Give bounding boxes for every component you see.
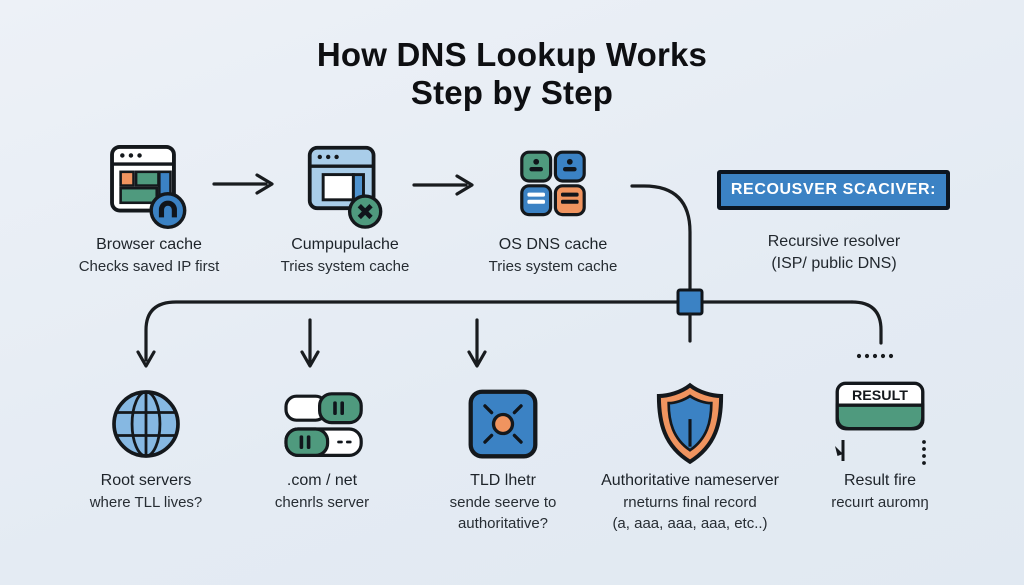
step-label: Browser cache: [96, 236, 202, 253]
step-os-dns-cache: OS DNS cache Tries system cache: [458, 138, 648, 278]
toggle-switches-icon: [278, 380, 366, 468]
step-subline-1: sende seerve to: [449, 494, 557, 511]
step-result: RESULT Result fire recuırt auromŋ: [765, 380, 995, 514]
sun-square-icon: [465, 380, 541, 468]
step-sublabel: (ISP/ public DNS): [771, 254, 897, 272]
step-sublabel: rneturns final record (a, aaa, aaa, aaa,…: [612, 493, 767, 534]
step-label: Cumpupulache: [291, 236, 399, 253]
step-recursive-resolver: Recursive resolver (ISP/ public DNS): [721, 231, 947, 274]
page-title: How DNS Lookup Works Step by Step: [0, 36, 1024, 113]
step-label: TLD lhetr: [470, 472, 536, 489]
arrow-right-1-icon: [212, 173, 274, 195]
step-sublabel: chenrls server: [274, 494, 370, 511]
step-label: Root servers: [100, 472, 192, 489]
step-computer-cache: Cumpupulache Tries system cache: [250, 138, 440, 278]
step-authoritative-nameserver: Authoritative nameserver rneturns final …: [575, 380, 805, 534]
step-label: Recursive resolver: [767, 233, 901, 250]
flow-junction-square: [676, 288, 704, 316]
browser-window-x-icon: [303, 138, 387, 232]
resolver-box-label: RECOUSVER SCACIVER:: [730, 181, 937, 198]
vertical-dots-icon: [922, 440, 926, 465]
app-grid-cache-icon: [513, 138, 593, 232]
recursive-resolver-box: RECOUSVER SCACIVER:: [717, 170, 950, 210]
step-label: .com / net: [286, 472, 358, 489]
step-sublabel: where TLL lives?: [89, 494, 203, 511]
cursor-icon: [835, 440, 845, 461]
step-sublabel: recuırt auromŋ: [831, 494, 929, 511]
step-subline-2: authoritative?: [457, 514, 549, 532]
step-sublabel: Checks saved IP first: [78, 258, 220, 275]
step-subline-1: rneturns final record: [623, 494, 757, 511]
curve-to-junction: [630, 184, 692, 292]
step-sublabel: sende seerve to authoritative?: [450, 493, 557, 534]
step-browser-cache: Browser cache Checks saved IP first: [54, 138, 244, 278]
dotted-line-icon: [856, 353, 894, 359]
step-sublabel: Tries system cache: [488, 258, 618, 275]
step-tld-com-net: .com / net chenrls server: [207, 380, 437, 514]
title-line-2: Step by Step: [410, 74, 614, 112]
main-horizontal-line: [144, 300, 854, 362]
step-subline-2: (a, aaa, aaa, aaa, etc..): [612, 514, 768, 532]
title-line-1: How DNS Lookup Works: [316, 36, 708, 73]
result-glyphs: [832, 438, 928, 468]
step-tld-server: TLD lhetr sende seerve to authoritative?: [388, 380, 618, 534]
arrow-right-2-icon: [412, 174, 474, 196]
globe-icon: [105, 380, 187, 468]
step-root-servers: Root servers where TLL lives?: [31, 380, 261, 514]
curve-to-result: [850, 300, 883, 345]
step-sublabel: Tries system cache: [280, 258, 410, 275]
browser-window-magnet-icon: [106, 138, 192, 232]
result-table-icon: RESULT: [830, 380, 930, 468]
arrowhead-root-icon: [136, 350, 156, 368]
shield-icon: [650, 380, 730, 468]
arrow-down-tld-icon: [467, 318, 487, 368]
step-label: Authoritative nameserver: [601, 472, 779, 489]
arrow-down-tld-com-icon: [300, 318, 320, 368]
result-icon-label: RESULT: [852, 388, 908, 404]
step-label: Result fire: [843, 472, 917, 489]
step-label: OS DNS cache: [498, 236, 608, 253]
